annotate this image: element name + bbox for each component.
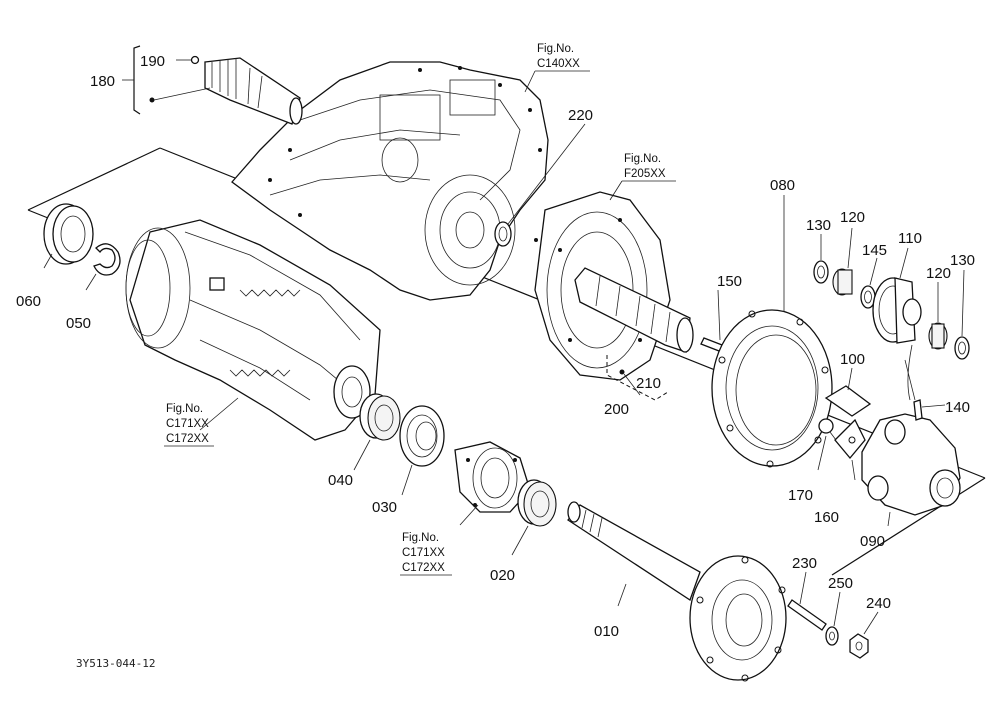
label-100: 100: [840, 351, 865, 368]
part-090-carrier: [861, 413, 961, 527]
fig-ref-c140: Fig.No. C140XX: [524, 43, 590, 93]
part-250-washer: [825, 591, 841, 646]
label-030: 030: [372, 499, 397, 516]
label-145: 145: [862, 242, 887, 259]
label-180: 180: [90, 73, 115, 90]
fig-ref-f205: Fig.No. F205XX: [609, 153, 676, 201]
part-080-ring-gear: [711, 195, 833, 468]
label-130-left: 130: [806, 217, 831, 234]
label-080: 080: [770, 177, 795, 194]
part-220-seal: [494, 123, 586, 247]
axle-housing: [125, 219, 381, 441]
svg-text:Fig.No.: Fig.No.: [402, 532, 439, 544]
svg-text:C172XX: C172XX: [402, 562, 445, 574]
svg-text:C171XX: C171XX: [166, 418, 209, 430]
label-220: 220: [568, 107, 593, 124]
gear-stack: [813, 227, 970, 401]
part-230-bolt: [787, 571, 827, 631]
part-060-seal: [43, 203, 94, 269]
svg-text:Fig.No.: Fig.No.: [166, 403, 203, 415]
label-090: 090: [860, 533, 885, 550]
label-160: 160: [814, 509, 839, 526]
part-190-ball: [190, 55, 200, 65]
label-020: 020: [490, 567, 515, 584]
svg-text:C172XX: C172XX: [166, 433, 209, 445]
fig-ref-c171-upper: Fig.No. C171XX C172XX: [164, 403, 214, 447]
label-060: 060: [16, 293, 41, 310]
svg-text:C140XX: C140XX: [537, 58, 580, 70]
part-040-bearing: [353, 393, 401, 471]
part-130-washer-right: [954, 336, 970, 360]
label-140: 140: [945, 399, 970, 416]
label-240: 240: [866, 595, 891, 612]
label-120-left: 120: [840, 209, 865, 226]
label-130-right: 130: [950, 252, 975, 269]
label-170: 170: [788, 487, 813, 504]
label-200: 200: [604, 401, 629, 418]
label-120-right: 120: [926, 265, 951, 282]
drawing-code: 3Y513-044-12: [76, 657, 155, 670]
part-050-circlip: [85, 243, 121, 291]
label-250: 250: [828, 575, 853, 592]
part-200-shaft: [574, 267, 694, 401]
label-210: 210: [636, 375, 661, 392]
svg-text:Fig.No.: Fig.No.: [624, 153, 661, 165]
label-190: 190: [140, 53, 165, 70]
label-230: 230: [792, 555, 817, 572]
bearing-holder: [454, 441, 531, 526]
part-030-bearing: [399, 405, 445, 496]
label-040: 040: [328, 472, 353, 489]
part-100-pin: [824, 367, 872, 417]
label-050: 050: [66, 315, 91, 332]
part-labels: 190 180 220 080 130 120 110 145 120 130 …: [16, 53, 975, 640]
svg-text:Fig.No.: Fig.No.: [537, 43, 574, 55]
svg-text:C171XX: C171XX: [402, 547, 445, 559]
part-020-seal: [511, 479, 557, 556]
part-140-pin: [904, 359, 946, 421]
part-130-washer-left: [813, 260, 829, 284]
part-240-nut: [849, 611, 879, 659]
part-010-axle: [567, 501, 787, 682]
part-160-plate: [834, 418, 866, 481]
label-010: 010: [594, 623, 619, 640]
part-180-shaft: [122, 45, 303, 125]
label-150: 150: [717, 273, 742, 290]
svg-text:F205XX: F205XX: [624, 168, 666, 180]
label-110: 110: [898, 230, 922, 247]
fig-ref-c171-lower: Fig.No. C171XX C172XX: [400, 532, 452, 576]
